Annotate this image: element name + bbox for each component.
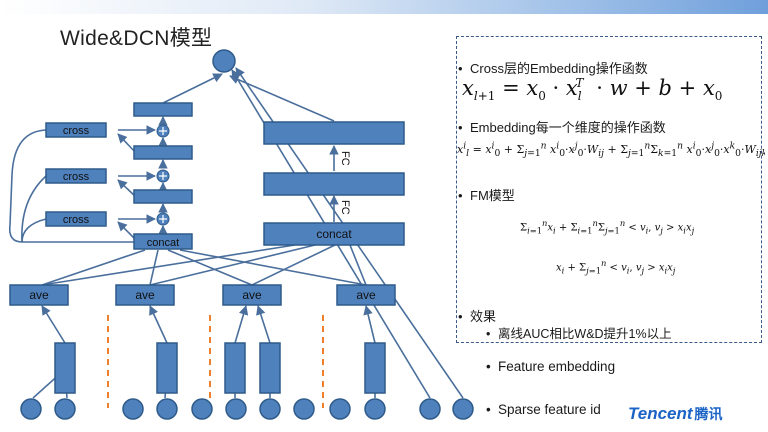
feature-node bbox=[364, 398, 386, 420]
embedding-bar bbox=[259, 342, 281, 394]
deep-layer-box bbox=[133, 102, 193, 117]
ave-box bbox=[115, 284, 175, 306]
sub-bullet-auc: •离线AUC相比W&D提升1%以上 bbox=[486, 327, 672, 341]
sum-node bbox=[156, 212, 170, 226]
fc-label: FC bbox=[339, 200, 351, 215]
ave-label: ave bbox=[242, 288, 262, 302]
slide-title: Wide&DCN模型 bbox=[60, 27, 213, 50]
embedding-bar bbox=[364, 342, 386, 394]
feature-node bbox=[329, 398, 351, 420]
feature-node bbox=[293, 398, 315, 420]
feature-node bbox=[225, 398, 247, 420]
bullet-text: 效果 bbox=[470, 309, 497, 324]
fc-top-box bbox=[263, 121, 405, 145]
cross-label: cross bbox=[63, 125, 90, 137]
feature-node bbox=[122, 398, 144, 420]
cross-box bbox=[45, 168, 107, 184]
feature-node bbox=[20, 398, 42, 420]
feature-node bbox=[419, 398, 441, 420]
deep-layer-boxes bbox=[133, 102, 193, 204]
feature-node bbox=[191, 398, 213, 420]
concat-right-box bbox=[263, 222, 405, 246]
sum-node bbox=[156, 124, 170, 138]
ave-label: ave bbox=[29, 288, 49, 302]
fc-label: FC bbox=[339, 151, 351, 166]
concat-left-box bbox=[133, 233, 193, 250]
ave-label: ave bbox=[135, 288, 155, 302]
formula-embedding-dimension: xil = xi0 + Σj=1n xi0·xj0·Wij + Σj=1nΣk=… bbox=[457, 140, 765, 159]
fc-middle-box bbox=[263, 172, 405, 196]
deep-layer-box bbox=[133, 189, 193, 204]
logo-text: Tencent bbox=[628, 404, 693, 423]
feature-node bbox=[54, 398, 76, 420]
concat-right-label: concat bbox=[316, 227, 352, 241]
deep-layer-box bbox=[133, 145, 193, 160]
concat-left-label: concat bbox=[147, 237, 179, 249]
ave-box bbox=[9, 284, 69, 306]
cross-box bbox=[45, 211, 107, 227]
formula-fm-single: xi + Σj=1n < vi, vj > xixj bbox=[556, 258, 676, 276]
cross-label: cross bbox=[63, 171, 90, 183]
cross-box bbox=[45, 122, 107, 138]
bullet-text: Feature embedding bbox=[498, 359, 616, 374]
formula-cross-layer: xl+1 = x0 · xlT · w + b + x0 bbox=[462, 76, 723, 104]
sparse-feature-nodes bbox=[20, 398, 474, 420]
bullet-cross-function: •Cross层的Embedding操作函数 bbox=[458, 61, 648, 76]
logo-cn: 腾讯 bbox=[694, 406, 723, 422]
ave-box bbox=[222, 284, 282, 306]
bullet-feature-embedding: •Feature embedding bbox=[486, 359, 616, 374]
embedding-bar bbox=[156, 342, 178, 394]
feature-node bbox=[156, 398, 178, 420]
bullet-text: Embedding每一个维度的操作函数 bbox=[470, 120, 666, 135]
bullet-embedding-function: •Embedding每一个维度的操作函数 bbox=[458, 120, 666, 135]
cross-label: cross bbox=[63, 214, 90, 226]
embedding-bar bbox=[224, 342, 246, 394]
input-group-separators bbox=[107, 315, 324, 408]
bullet-text: Sparse feature id bbox=[498, 402, 601, 417]
ave-box bbox=[336, 284, 396, 306]
embedding-bars bbox=[54, 342, 386, 394]
bullet-text: FM模型 bbox=[470, 188, 515, 203]
bullet-text: 离线AUC相比W&D提升1%以上 bbox=[498, 327, 672, 341]
sum-node bbox=[156, 169, 170, 183]
embedding-bar bbox=[54, 342, 76, 394]
bullet-text: Cross层的Embedding操作函数 bbox=[470, 61, 648, 76]
output-node bbox=[212, 49, 236, 73]
bullet-effect: •效果 bbox=[458, 309, 497, 324]
bullet-sparse-feature-id: •Sparse feature id bbox=[486, 402, 601, 417]
feature-node bbox=[259, 398, 281, 420]
formula-panel bbox=[456, 36, 762, 343]
ave-boxes: ave ave ave ave bbox=[9, 284, 396, 306]
feature-node bbox=[452, 398, 474, 420]
ave-label: ave bbox=[356, 288, 376, 302]
top-gradient-bar bbox=[0, 0, 768, 14]
formula-fm-pairwise: Σi=1nxi + Σi=1nΣj=1n < vi, vj > xixj bbox=[520, 218, 695, 236]
sum-nodes bbox=[156, 124, 170, 226]
bullet-fm-model: •FM模型 bbox=[458, 188, 515, 203]
cross-boxes: cross cross cross bbox=[45, 122, 107, 227]
